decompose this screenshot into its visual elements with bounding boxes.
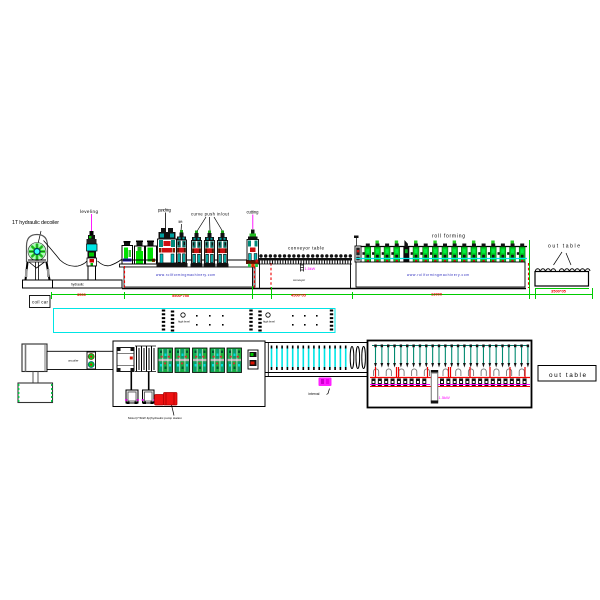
svg-text:high level: high level <box>178 320 190 324</box>
svg-text:coil car: coil car <box>32 300 49 305</box>
svg-text:3500: 3500 <box>77 292 87 297</box>
svg-text:curve push in/out: curve push in/out <box>191 212 230 217</box>
svg-text:www.rollformingmachinery.com: www.rollformingmachinery.com <box>156 273 215 277</box>
svg-text:uncoiler: uncoiler <box>68 359 79 363</box>
svg-text:5500*750: 5500*750 <box>172 293 190 298</box>
svg-text:conveyor: conveyor <box>293 278 305 282</box>
svg-text:Motor(7.5kW 4p)hydraulic pump: Motor(7.5kW 4p)hydraulic pump station <box>128 416 182 420</box>
svg-text:3500*05: 3500*05 <box>551 289 567 294</box>
svg-text:13000: 13000 <box>431 292 443 297</box>
svg-text:leveling: leveling <box>80 209 98 214</box>
svg-text:punching: punching <box>158 208 172 213</box>
svg-text:lift: lift <box>179 219 184 224</box>
svg-text:1.5kW: 1.5kW <box>439 395 451 400</box>
svg-text:interval: interval <box>309 392 320 396</box>
svg-text:conveyor table: conveyor table <box>288 246 324 251</box>
svg-text:out table: out table <box>548 244 580 250</box>
svg-text:roll forming: roll forming <box>432 234 465 240</box>
svg-text:1T hydraulic decoiler: 1T hydraulic decoiler <box>12 220 59 226</box>
svg-text:4500*05: 4500*05 <box>291 293 307 298</box>
svg-text:cutting: cutting <box>247 210 260 215</box>
svg-text:1.5kW: 1.5kW <box>305 267 316 271</box>
svg-text:hydraulic: hydraulic <box>71 283 84 287</box>
svg-text:www.rollformingmachinery.com: www.rollformingmachinery.com <box>407 273 469 277</box>
svg-text:high level: high level <box>263 320 275 324</box>
